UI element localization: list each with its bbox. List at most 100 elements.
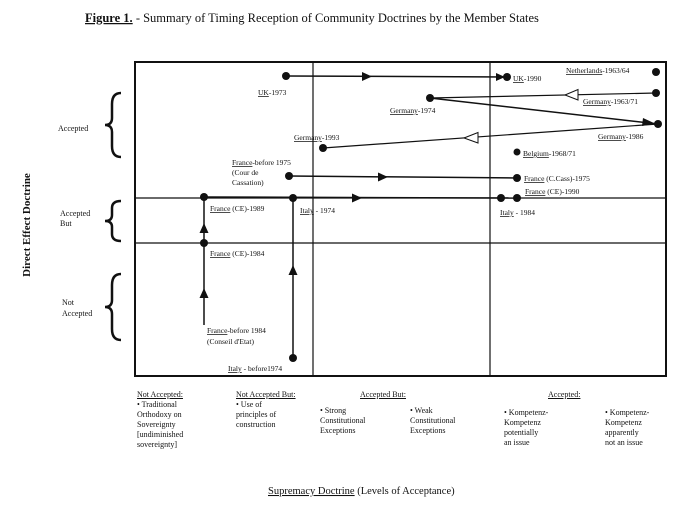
path-germany-1974-to-1986 <box>429 97 659 125</box>
arrow-france-ce <box>352 193 362 203</box>
y-level-accepted: Accepted <box>58 124 88 133</box>
arrow-italy-up <box>288 265 298 275</box>
arrow-uk <box>362 72 372 81</box>
arrow-germany-open <box>563 88 579 101</box>
x-category-line: principles of <box>236 410 277 419</box>
point-france-ce-1989 <box>200 193 208 201</box>
x-category-line: • Use of <box>236 400 262 409</box>
arrow-germany-1993-open <box>462 131 479 144</box>
point-france-ce-1990 <box>513 194 521 202</box>
x-category-line: [undiminished <box>137 430 184 439</box>
x-category-accepted-but-strong: • Strong Constitutional Exceptions <box>320 406 400 436</box>
y-level-accepted-but-line2: But <box>60 219 72 228</box>
x-category-line: • Weak <box>410 406 433 415</box>
x-category-not-accepted: Not Accepted: • Traditional Orthodoxy on… <box>137 390 222 450</box>
x-category-accepted-head: Accepted: <box>548 390 618 400</box>
x-category-line: an issue <box>504 438 530 447</box>
x-category-head: Not Accepted: <box>137 390 183 399</box>
x-category-head: Accepted: <box>548 390 581 399</box>
point-italy-1974 <box>289 194 297 202</box>
label-france-before-1975-note-2: Cassation) <box>232 178 264 187</box>
x-category-line: Constitutional <box>410 416 456 425</box>
data-points <box>200 68 662 362</box>
x-category-accepted-kk-issue: • Kompetenz- Kompetenz potentially an is… <box>504 408 584 448</box>
x-category-line: Kompetenz <box>605 418 642 427</box>
label-italy-1984: Italy - 1984 <box>500 208 535 217</box>
x-axis-label: Supremacy Doctrine (Levels of Acceptance… <box>268 486 455 497</box>
plot-frame <box>134 61 667 377</box>
brace-accepted <box>104 91 122 159</box>
label-uk-1973: UK-1973 <box>258 88 287 97</box>
x-category-line: • Traditional <box>137 400 177 409</box>
path-germany-1986-to-1993 <box>322 123 659 149</box>
figure-title-rest: - Summary of Timing Reception of Communi… <box>133 11 539 25</box>
arrow-uk-end <box>496 73 505 81</box>
x-category-line: apparently <box>605 428 639 437</box>
label-france-ce-1989: France (CE)-1989 <box>210 204 265 213</box>
point-france-ce-1984 <box>200 239 208 247</box>
x-category-line: Constitutional <box>320 416 366 425</box>
x-category-head: Accepted But: <box>360 390 406 399</box>
x-category-line: Exceptions <box>320 426 356 435</box>
label-france-ce-1984: France (CE)-1984 <box>210 249 265 258</box>
figure-title: Figure 1. - Summary of Timing Reception … <box>85 11 539 25</box>
point-belgium <box>513 148 521 156</box>
arrow-france-cass <box>378 172 388 182</box>
brace-accepted-but <box>104 199 122 243</box>
label-france-before-1975: France-before 1975 <box>232 158 291 167</box>
x-category-line: • Strong <box>320 406 347 415</box>
point-france-cass-1975 <box>513 174 521 182</box>
point-uk-1973 <box>282 72 290 80</box>
x-category-head: Not Accepted But: <box>236 390 296 399</box>
label-france-ce-1990: France (CE)-1990 <box>525 187 580 196</box>
label-italy-1974: Italy - 1974 <box>300 206 335 215</box>
point-uk-1990 <box>503 73 511 81</box>
x-category-line: sovereignty] <box>137 440 177 449</box>
path-germany-1974-to-1963 <box>429 92 657 99</box>
label-france-before-1984-note: (Conseil d'Etat) <box>207 337 254 346</box>
path-uk <box>285 75 508 78</box>
label-france-cass-1975: France (C.Cass)-1975 <box>524 174 590 183</box>
y-level-not-accepted-line2: Accepted <box>62 309 92 318</box>
x-category-line: Kompetenz <box>504 418 541 427</box>
label-germany-1974: Germany-1974 <box>390 106 436 115</box>
arrow-france-up-2 <box>199 223 209 233</box>
point-italy-1984 <box>497 194 505 202</box>
label-germany-1993: Germany-1993 <box>294 133 340 142</box>
x-category-accepted-but-head: Accepted But: <box>360 390 440 400</box>
figure-title-prefix: Figure 1. <box>85 11 133 25</box>
point-germany-1993 <box>319 144 327 152</box>
point-italy-before-1974 <box>289 354 297 362</box>
label-france-before-1975-note-1: (Cour de <box>232 168 259 177</box>
label-uk-1990: UK-1990 <box>513 74 542 83</box>
x-category-line: Exceptions <box>410 426 446 435</box>
x-category-line: construction <box>236 420 276 429</box>
x-category-line: • Kompetenz- <box>605 408 650 417</box>
x-category-line: • Kompetenz- <box>504 408 549 417</box>
label-belgium: Belgium-1968/71 <box>523 149 576 158</box>
x-category-line: potentially <box>504 428 539 437</box>
arrow-france-up-1 <box>199 288 209 298</box>
y-level-not-accepted-line1: Not <box>62 298 75 307</box>
point-france-before-1975 <box>285 172 293 180</box>
x-category-accepted-but-weak: • Weak Constitutional Exceptions <box>410 406 490 436</box>
point-germany-1963-71 <box>652 89 660 97</box>
x-category-accepted-kk-not-issue: • Kompetenz- Kompetenz apparently not an… <box>605 408 685 448</box>
brace-not-accepted <box>104 272 122 342</box>
label-italy-before-1974: Italy - before1974 <box>228 364 282 373</box>
y-level-accepted-but-line1: Accepted <box>60 209 90 218</box>
label-france-before-1984: France-before 1984 <box>207 326 266 335</box>
point-netherlands <box>652 68 660 76</box>
label-germany-1986: Germany-1986 <box>598 132 644 141</box>
y-axis-label: Direct Effect Doctrine <box>21 173 33 277</box>
point-germany-1986 <box>654 120 662 128</box>
x-category-line: Sovereignty <box>137 420 176 429</box>
x-category-line: Orthodoxy on <box>137 410 182 419</box>
label-germany-1963-71: Germany-1963/71 <box>583 97 638 106</box>
path-france-cass <box>288 175 518 179</box>
x-category-not-accepted-but: Not Accepted But: • Use of principles of… <box>236 390 306 430</box>
x-category-line: not an issue <box>605 438 643 447</box>
label-netherlands: Netherlands-1963/64 <box>566 66 630 75</box>
point-germany-1974 <box>426 94 434 102</box>
